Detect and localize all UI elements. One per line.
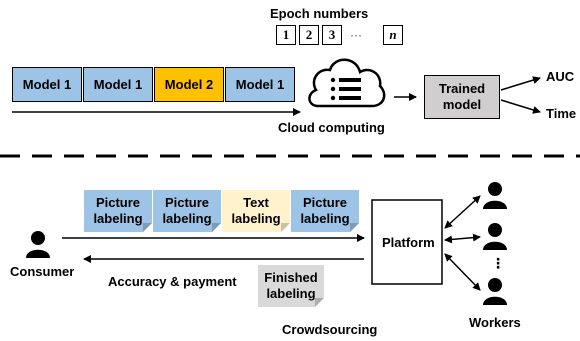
task-card-line1: Picture (95, 195, 141, 210)
worker-icon-3 (483, 278, 507, 305)
task-card-text: Text labeling (222, 190, 290, 232)
cloud-icon (308, 58, 386, 108)
card-fold-corner (143, 223, 152, 232)
task-card-line2: labeling (231, 211, 281, 226)
card-fold-corner (350, 223, 359, 232)
card-fold-corner (281, 223, 290, 232)
worker-icon-2 (483, 223, 507, 250)
trained-model-line2: model (442, 97, 482, 112)
finished-line1: Finished (264, 270, 318, 285)
task-card-line1: Picture (164, 195, 210, 210)
card-fold-corner (315, 298, 324, 307)
trained-model-box: Trained model (424, 75, 500, 119)
epoch-cell-3: 3 (322, 25, 342, 45)
finished-line2: labeling (266, 286, 316, 301)
epoch-numbers-title: Epoch numbers (270, 6, 369, 21)
finished-labeling-card: Finished labeling (258, 265, 324, 307)
consumer-icon (26, 231, 50, 258)
model-block-4: Model 1 (225, 67, 295, 102)
to-time-arrow (500, 99, 541, 114)
platform-label: Platform (382, 235, 435, 250)
platform-box (371, 199, 443, 285)
platform-worker-2-arrow (444, 233, 481, 244)
model-block-1: Model 1 (12, 67, 82, 102)
crowdsourcing-label: Crowdsourcing (282, 322, 378, 337)
platform-worker-3-arrow (444, 253, 481, 291)
worker-icon-1 (483, 182, 507, 209)
epoch-cell-n: n (383, 25, 403, 45)
accuracy-payment-label: Accuracy & payment (108, 274, 237, 289)
task-card-line2: labeling (93, 211, 143, 226)
to-auc-arrow (500, 76, 541, 91)
task-card-line2: labeling (300, 211, 350, 226)
consumer-label: Consumer (10, 264, 75, 279)
trained-model-line1: Trained (438, 81, 486, 96)
workers-ellipsis: ⋮ (491, 255, 505, 271)
platform-worker-1-arrow (444, 195, 481, 229)
task-card-line2: labeling (162, 211, 212, 226)
model-block-2: Model 1 (83, 67, 153, 102)
card-fold-corner (212, 223, 221, 232)
task-card-picture-1: Picture labeling (84, 190, 152, 232)
epoch-cell-1: 1 (276, 25, 296, 45)
task-card-line1: Picture (302, 195, 348, 210)
workers-label: Workers (469, 315, 521, 330)
model-block-3: Model 2 (154, 67, 224, 102)
time-label: Time (546, 106, 577, 121)
task-card-line1: Text (243, 195, 269, 210)
auc-label: AUC (546, 69, 575, 84)
epoch-ellipsis: ··· (350, 28, 362, 42)
task-card-picture-2: Picture labeling (153, 190, 221, 232)
task-card-picture-3: Picture labeling (291, 190, 359, 232)
cloud-computing-label: Cloud computing (278, 120, 385, 135)
epoch-cell-2: 2 (299, 25, 319, 45)
